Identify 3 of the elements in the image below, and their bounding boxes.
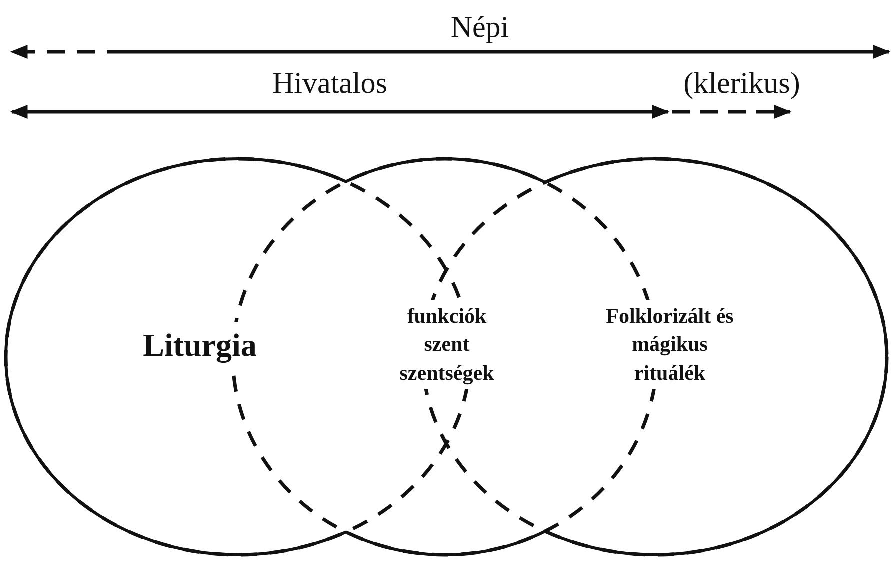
heading-label: Hivatalos: [272, 66, 388, 102]
heading-label: (klerikus): [682, 66, 802, 102]
heading-label: Népi: [450, 10, 510, 46]
